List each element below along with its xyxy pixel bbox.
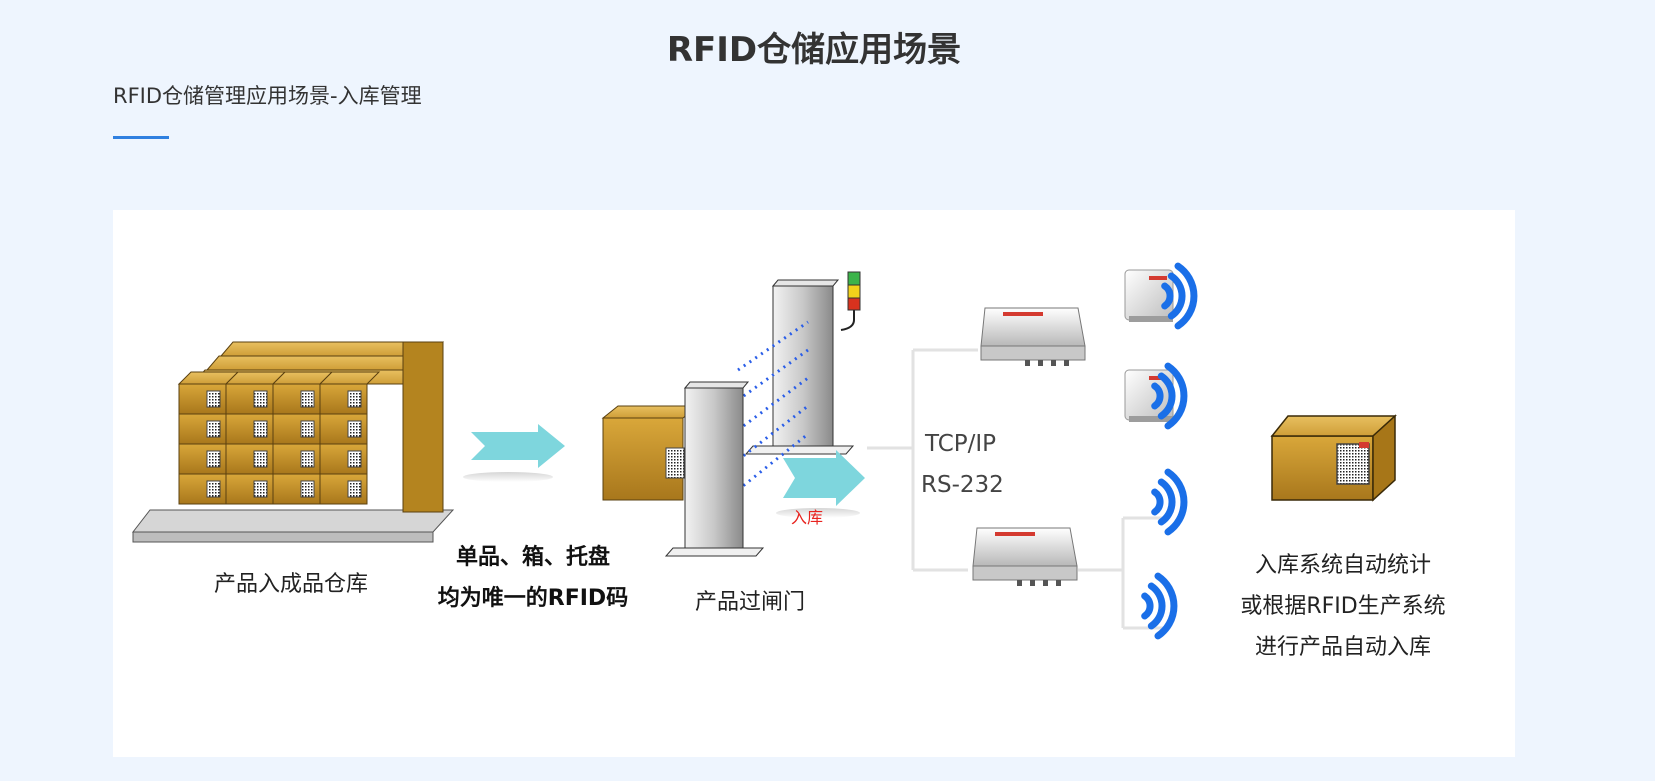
qr-code-tag: [253, 420, 268, 438]
flow-arrow-1: [463, 424, 565, 482]
protocol-tcp-label: TCP/IP: [925, 431, 997, 457]
rfid-reader-bottom: [972, 527, 1078, 586]
qr-code-tag: [206, 420, 221, 438]
step-unique-code-line1: 单品、箱、托盘: [455, 545, 610, 570]
flow-arrow-2: [776, 450, 865, 518]
radio-wave-icon: [1161, 282, 1174, 310]
radio-wave-icon: [1167, 272, 1186, 320]
result-line2: 或根据RFID生产系统: [1240, 594, 1446, 619]
inbound-label: 入库: [791, 508, 824, 527]
qr-code-tag: [347, 390, 362, 408]
radio-wave-icon: [1164, 468, 1188, 536]
radio-wave-icon: [1151, 488, 1164, 516]
qr-code-tag: [347, 480, 362, 498]
diagram-svg: [131, 262, 1397, 640]
section-subtitle: RFID仓储管理应用场景-入库管理: [113, 84, 422, 108]
rfid-reader-top: [980, 307, 1086, 366]
rfid-antenna-1: [1124, 269, 1174, 322]
product-box-illustration: [601, 405, 700, 501]
stored-box-illustration: [1270, 414, 1397, 502]
qr-code-tag: [206, 480, 221, 498]
radio-wave-icon: [1147, 582, 1166, 630]
radio-wave-icon: [1174, 262, 1198, 330]
radio-wave-icon: [1154, 572, 1178, 640]
qr-code-tag: [300, 480, 315, 498]
qr-code-tag: [253, 450, 268, 468]
network-connectors: [867, 348, 1168, 630]
radio-wave-icon: [1141, 592, 1154, 620]
radio-wave-icon: [1164, 362, 1188, 430]
qr-code-tag: [347, 450, 362, 468]
radio-wave-icon: [1151, 382, 1164, 410]
rfid-gate-illustration: [664, 271, 861, 557]
protocol-rs232-label: RS-232: [921, 472, 1004, 498]
radio-wave-icon: [1157, 478, 1176, 526]
step-unique-code-label: 单品、箱、托盘 均为唯一的RFID码: [413, 537, 653, 619]
step-warehouse-label: 产品入成品仓库: [214, 572, 369, 597]
result-line1: 入库系统自动统计: [1254, 553, 1431, 578]
result-description: 入库系统自动统计 或根据RFID生产系统 进行产品自动入库: [1223, 545, 1463, 668]
qr-code-tag: [347, 420, 362, 438]
pallet-box-top: [318, 371, 381, 385]
qr-code-tag: [206, 450, 221, 468]
pallet-boxes-illustration: [131, 341, 455, 543]
qr-code-tag: [300, 390, 315, 408]
qr-code-tag: [253, 390, 268, 408]
qr-code-tag: [300, 450, 315, 468]
qr-code-tag: [300, 420, 315, 438]
qr-code-tag: [206, 390, 221, 408]
step-unique-code-line2: 均为唯一的RFID码: [437, 586, 629, 611]
page-title: RFID仓储应用场景: [666, 30, 962, 70]
step-gate-label: 产品过闸门: [695, 590, 806, 615]
diagram-panel: 产品入成品仓库 单品、箱、托盘 均为唯一的RFID码 产品过闸门 入库 TCP/…: [113, 210, 1515, 757]
result-line3: 进行产品自动入库: [1254, 635, 1431, 660]
radio-wave-icon: [1157, 372, 1176, 420]
accent-underline: [113, 136, 169, 139]
qr-code-tag: [253, 480, 268, 498]
